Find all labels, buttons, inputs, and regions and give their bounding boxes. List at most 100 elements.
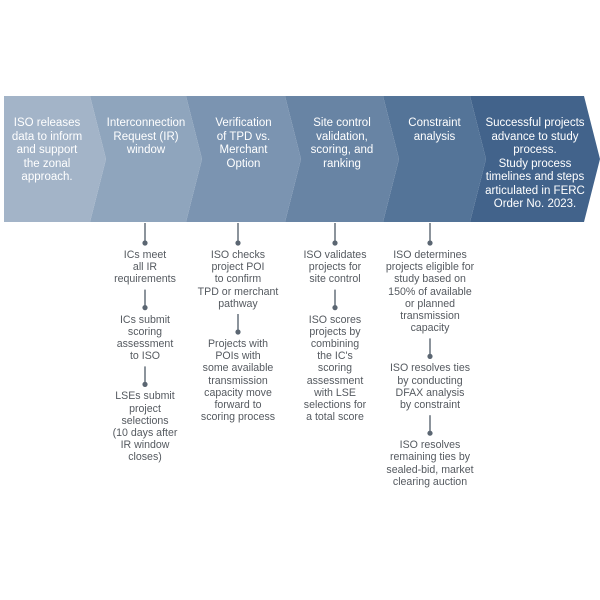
- connector-dot: [142, 305, 148, 311]
- connector-dot: [332, 240, 338, 246]
- step-note-line: ICs meet: [123, 249, 167, 261]
- step-note-line: study based on: [394, 273, 466, 286]
- chevron-s6: [470, 96, 600, 222]
- step-note-line: ISO scores: [308, 313, 362, 326]
- stage-label-line: Study process: [498, 157, 572, 170]
- step-note-line: project POI: [211, 261, 265, 274]
- chevron-s1: [4, 96, 106, 222]
- chevron-s3: [186, 96, 301, 222]
- step-note-line: capacity move: [204, 386, 272, 399]
- stage-label-line: Successful projects: [485, 117, 585, 129]
- connector-dot: [235, 329, 241, 335]
- stage-label-line: articulated in FERC: [485, 184, 585, 197]
- step-note-line: site control: [309, 273, 361, 286]
- stage-label-line: the zonal: [23, 157, 71, 170]
- step-note-line: (10 days after: [112, 427, 178, 439]
- step-note-line: scoring process: [200, 411, 276, 424]
- stage-label-line: validation,: [316, 130, 368, 143]
- stage-label-line: Option: [226, 157, 261, 170]
- step-note-line: transmission: [208, 374, 268, 387]
- step-note-line: scoring: [317, 362, 353, 375]
- step-note-line: projects eligible for: [385, 261, 475, 274]
- step-note-line: ISO validates: [303, 249, 367, 261]
- step-note-line: selections: [121, 414, 169, 427]
- step-note-line: 150% of available: [388, 285, 472, 298]
- step-note-line: POIs with: [215, 350, 261, 363]
- step-note-line: forward to: [214, 399, 262, 412]
- connector-dot: [427, 430, 433, 436]
- stage-label-line: scoring, and: [310, 144, 374, 156]
- step-note-line: TPD or merchant: [197, 285, 279, 298]
- step-note-line: assessment: [306, 374, 364, 387]
- step-note-line: ISO resolves: [399, 439, 461, 452]
- step-note-line: ISO checks: [210, 249, 266, 261]
- stage-label-line: process.: [513, 144, 557, 156]
- step-note-line: ISO resolves ties: [389, 362, 471, 375]
- step-note-line: by constraint: [399, 399, 461, 411]
- stage-label-line: advance to study: [491, 130, 579, 143]
- step-note-line: project: [129, 402, 161, 415]
- step-note-line: Projects with: [207, 338, 269, 350]
- step-note-line: transmission: [400, 310, 460, 323]
- step-note-line: selections for: [303, 399, 367, 412]
- chevron-s4: [285, 96, 399, 222]
- step-note-line: all IR: [132, 261, 158, 274]
- stage-label-line: Site control: [313, 117, 371, 129]
- stage-label-line: of TPD vs.: [216, 130, 271, 143]
- connector-dot: [142, 381, 148, 387]
- step-note-line: pathway: [218, 297, 258, 310]
- connector-dot: [427, 353, 433, 359]
- step-note-line: or planned: [404, 297, 456, 310]
- step-note-line: to ISO: [129, 350, 161, 363]
- stage-label-line: Interconnection: [106, 117, 186, 129]
- step-note-line: closes): [128, 451, 162, 464]
- step-note-line: remaining ties by: [389, 451, 471, 464]
- step-note-line: clearing auction: [392, 475, 468, 488]
- step-note-line: IR window: [120, 439, 170, 452]
- step-note-line: the IC's: [317, 350, 353, 363]
- step-note-line: DFAX analysis: [395, 386, 465, 399]
- step-note-line: a total score: [306, 411, 364, 424]
- step-note-line: ISO determines: [393, 249, 467, 261]
- step-note-line: scoring: [127, 325, 163, 338]
- step-note-line: sealed-bid, market: [386, 463, 474, 476]
- stage-label-line: data to inform: [11, 130, 83, 143]
- chevron-s2: [90, 96, 202, 222]
- step-note-line: by conducting: [397, 374, 463, 387]
- step-note-line: ICs submit: [119, 313, 171, 326]
- step-note-line: with LSE: [314, 386, 356, 399]
- step-note-line: some available: [202, 362, 274, 375]
- stage-label-line: Order No. 2023.: [493, 198, 577, 210]
- stage-label-line: ISO releases: [13, 117, 81, 129]
- stage-label-line: Request (IR): [113, 130, 179, 143]
- step-note-line: projects by: [309, 325, 361, 338]
- step-note-line: combining: [310, 338, 360, 350]
- stage-label-line: Merchant: [219, 144, 268, 156]
- step-note-line: to confirm: [214, 273, 262, 286]
- stage-label-line: ranking: [323, 157, 361, 170]
- step-note-line: capacity: [410, 322, 450, 335]
- connector-dot: [427, 240, 433, 246]
- stage-label-line: and support: [16, 144, 78, 156]
- connector-dot: [142, 240, 148, 246]
- stage-label-line: window: [126, 144, 166, 156]
- stage-label-line: Verification: [215, 117, 272, 129]
- connector-dot: [332, 305, 338, 311]
